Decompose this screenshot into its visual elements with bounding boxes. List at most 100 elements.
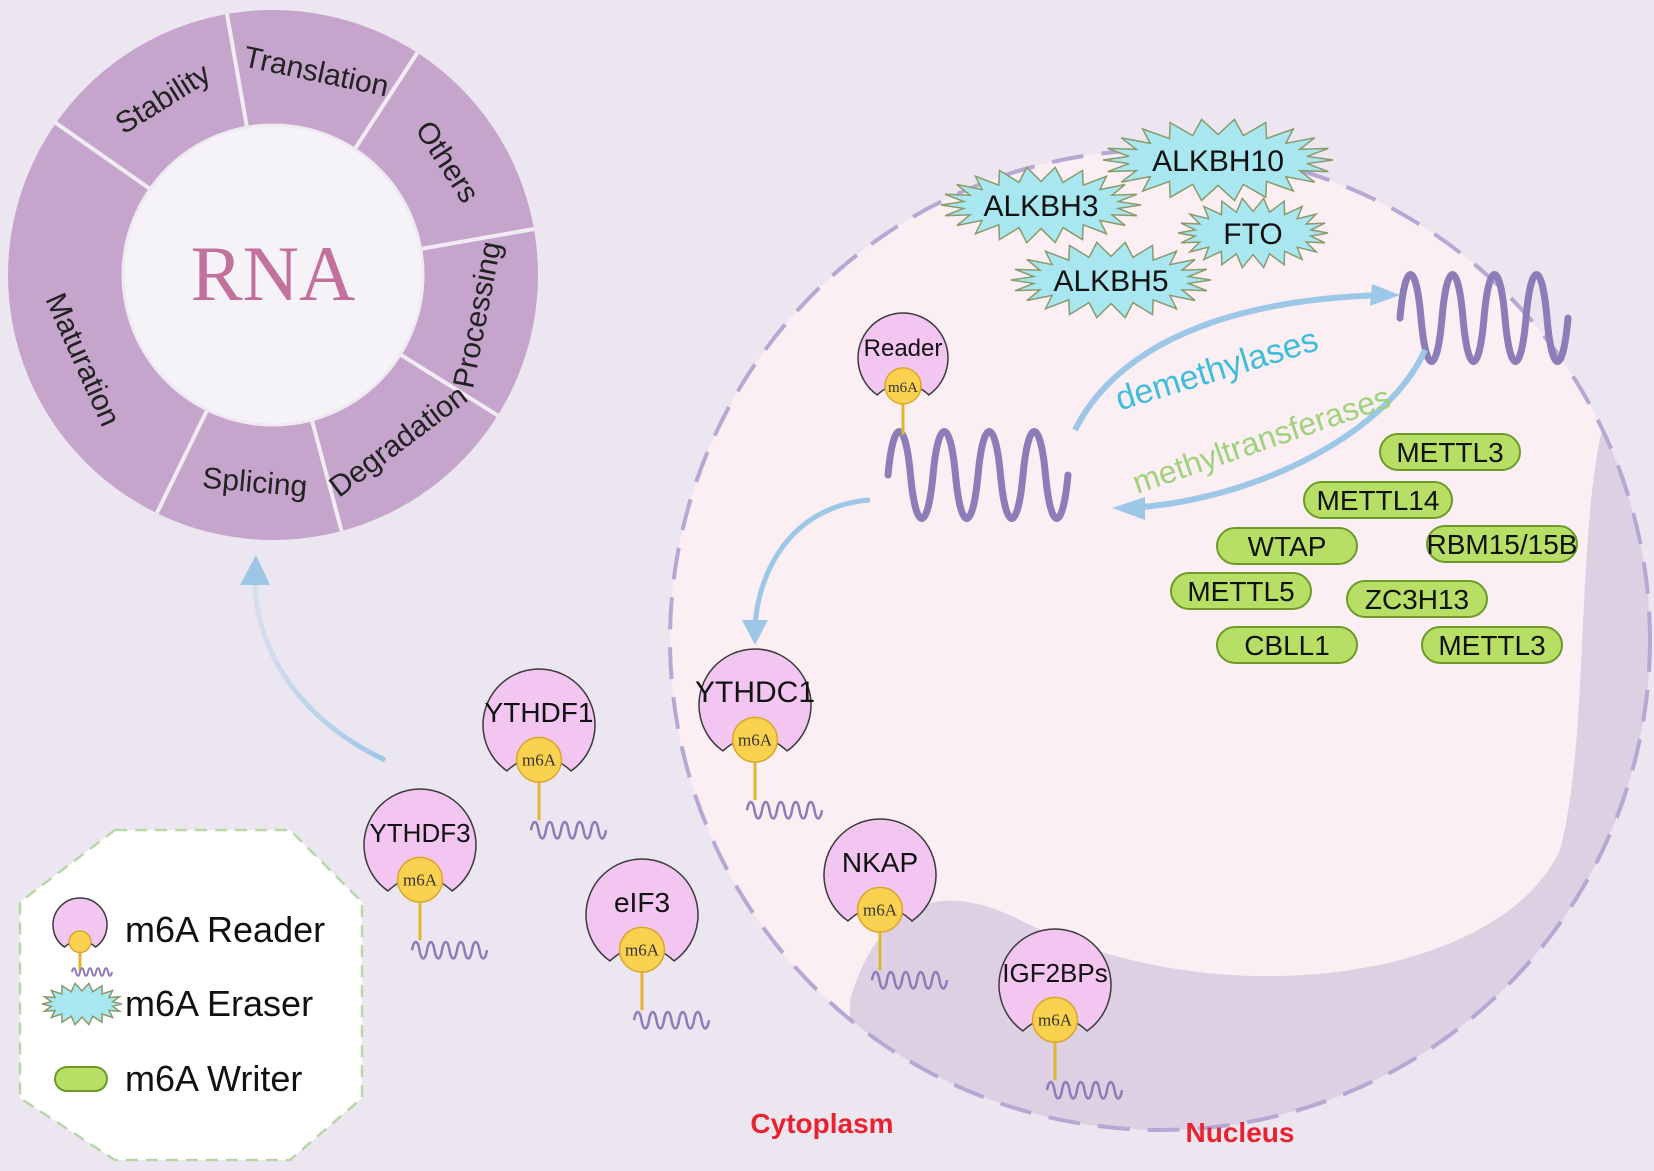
reader-rna-strand bbox=[1045, 1080, 1124, 1100]
wheel-divider bbox=[399, 352, 499, 418]
legend-eraser-label: m6A Eraser bbox=[125, 983, 313, 1024]
m6a-mark-label: m6A bbox=[738, 731, 773, 750]
reader-eif3: eIF3 m6A bbox=[585, 858, 711, 1030]
wheel-divider bbox=[309, 419, 344, 532]
demethylases-arrow-head bbox=[1370, 284, 1400, 306]
m6a-mark bbox=[1031, 996, 1079, 1043]
reader-label: YTHDC1 bbox=[695, 676, 815, 709]
reader-ythdf1: YTHDF1 m6A bbox=[482, 668, 608, 840]
reader-body bbox=[857, 312, 949, 396]
eraser-alkbh5: ALKBH5 bbox=[1010, 241, 1212, 319]
reader-body bbox=[698, 648, 812, 752]
reader-ythdc1: YTHDC1 m6A bbox=[695, 648, 824, 820]
legend-reader-icon bbox=[52, 897, 113, 977]
writer-mettl14: METTL14 bbox=[1303, 481, 1453, 519]
writer-label: METTL3 bbox=[1438, 630, 1545, 661]
writer-label: ZC3H13 bbox=[1365, 584, 1469, 615]
eraser-alkbh10: ALKBH10 bbox=[1102, 118, 1334, 202]
methyltransferases-arrow bbox=[1129, 348, 1428, 511]
reader-label: Reader bbox=[864, 335, 943, 362]
writer-pill bbox=[1426, 525, 1578, 563]
m6a-mark-label: m6A bbox=[888, 380, 918, 396]
legend-writer-label: m6A Writer bbox=[125, 1058, 302, 1099]
m6a-mark-label: m6A bbox=[863, 901, 898, 920]
writer-wtap: WTAP bbox=[1216, 527, 1358, 565]
m6a-mark-label: m6A bbox=[1038, 1011, 1073, 1030]
eraser-alkbh3: ALKBH3 bbox=[940, 166, 1142, 244]
arrow-to-rna-functions bbox=[252, 579, 387, 763]
writer-label: WTAP bbox=[1248, 531, 1327, 562]
reader-rna-strand bbox=[632, 1010, 711, 1030]
reader-label: YTHDF1 bbox=[485, 697, 594, 728]
reader-label: eIF3 bbox=[614, 887, 670, 918]
m6a-mark-label: m6A bbox=[625, 941, 660, 960]
reader-label: NKAP bbox=[842, 847, 918, 878]
rna-strand-unmethylated bbox=[1396, 271, 1572, 365]
reader-body bbox=[482, 668, 596, 772]
reader-label: YTHDF3 bbox=[369, 818, 470, 848]
arrow-to-ythdc1-head bbox=[742, 620, 768, 645]
wheel-divider bbox=[353, 51, 420, 151]
reader-body bbox=[998, 928, 1112, 1032]
writer-pill bbox=[1216, 527, 1358, 565]
legend-writer-icon bbox=[54, 1066, 108, 1092]
rna-strand-methylated bbox=[884, 428, 1072, 522]
writer-pill bbox=[1303, 481, 1453, 519]
writer-pill bbox=[1346, 580, 1488, 618]
reader-label: IGF2BPs bbox=[1002, 958, 1107, 988]
reader-rna-strand bbox=[529, 820, 608, 840]
writer-cbll1: CBLL1 bbox=[1216, 626, 1358, 664]
writer-pill bbox=[1216, 626, 1358, 664]
writer-label: METTL14 bbox=[1317, 485, 1440, 516]
writer-label: METTL5 bbox=[1187, 576, 1294, 607]
reader-body bbox=[823, 818, 937, 922]
reader-rna-strand bbox=[745, 800, 824, 820]
legend-reader-label: m6A Reader bbox=[125, 909, 325, 950]
m6a-mark-label: m6A bbox=[522, 751, 557, 770]
writer-mettl3: METTL3 bbox=[1421, 626, 1563, 664]
methyltransferases-arrow-head bbox=[1112, 497, 1145, 520]
reader-nkap: NKAP m6A bbox=[823, 818, 949, 990]
legend-eraser-icon bbox=[41, 981, 123, 1027]
eraser-star-shape bbox=[1010, 241, 1212, 319]
wheel-divider bbox=[155, 408, 210, 515]
eraser-star-shape bbox=[1102, 118, 1334, 202]
eraser-label: ALKBH10 bbox=[1152, 145, 1284, 178]
m6a-mark bbox=[884, 367, 922, 405]
legend-reader-strand bbox=[71, 967, 113, 977]
demethylases-arrow bbox=[1072, 292, 1386, 432]
reader-body bbox=[363, 788, 477, 892]
reader-ythdf3: YTHDF3 m6A bbox=[363, 788, 489, 960]
legend-eraser-star bbox=[41, 981, 123, 1027]
rna-center-label: RNA bbox=[191, 230, 356, 317]
legend: m6A Reader m6A Eraser m6A Writer bbox=[18, 828, 364, 1162]
writer-label: RBM15/15B bbox=[1427, 529, 1578, 560]
m6a-mark bbox=[731, 716, 779, 763]
arrow-to-rna-functions-head bbox=[240, 555, 270, 585]
eraser-star-shape bbox=[940, 166, 1142, 244]
writer-pill bbox=[1379, 433, 1521, 471]
writer-pill bbox=[1421, 626, 1563, 664]
m6a-mark bbox=[515, 736, 563, 783]
eraser-label: ALKBH3 bbox=[983, 190, 1098, 223]
writer-rbm15-15b: RBM15/15B bbox=[1426, 525, 1578, 563]
legend-reader-glyph bbox=[52, 897, 108, 971]
m6a-mark-label: m6A bbox=[403, 871, 438, 890]
m6a-mark bbox=[68, 930, 92, 954]
reader-rna-strand bbox=[870, 970, 949, 990]
eraser-star-shape bbox=[1177, 196, 1329, 270]
writer-zc3h13: ZC3H13 bbox=[1346, 580, 1488, 618]
eraser-fto: FTO bbox=[1177, 196, 1329, 270]
nucleus-label: Nucleus bbox=[1186, 1117, 1295, 1148]
wheel-divider bbox=[225, 13, 249, 128]
m6a-mark bbox=[618, 926, 666, 973]
reader-rna-strand bbox=[410, 940, 489, 960]
reader-body bbox=[585, 858, 699, 962]
reader-igf2bps: IGF2BPs m6A bbox=[998, 928, 1124, 1100]
writer-mettl5: METTL5 bbox=[1170, 572, 1312, 610]
